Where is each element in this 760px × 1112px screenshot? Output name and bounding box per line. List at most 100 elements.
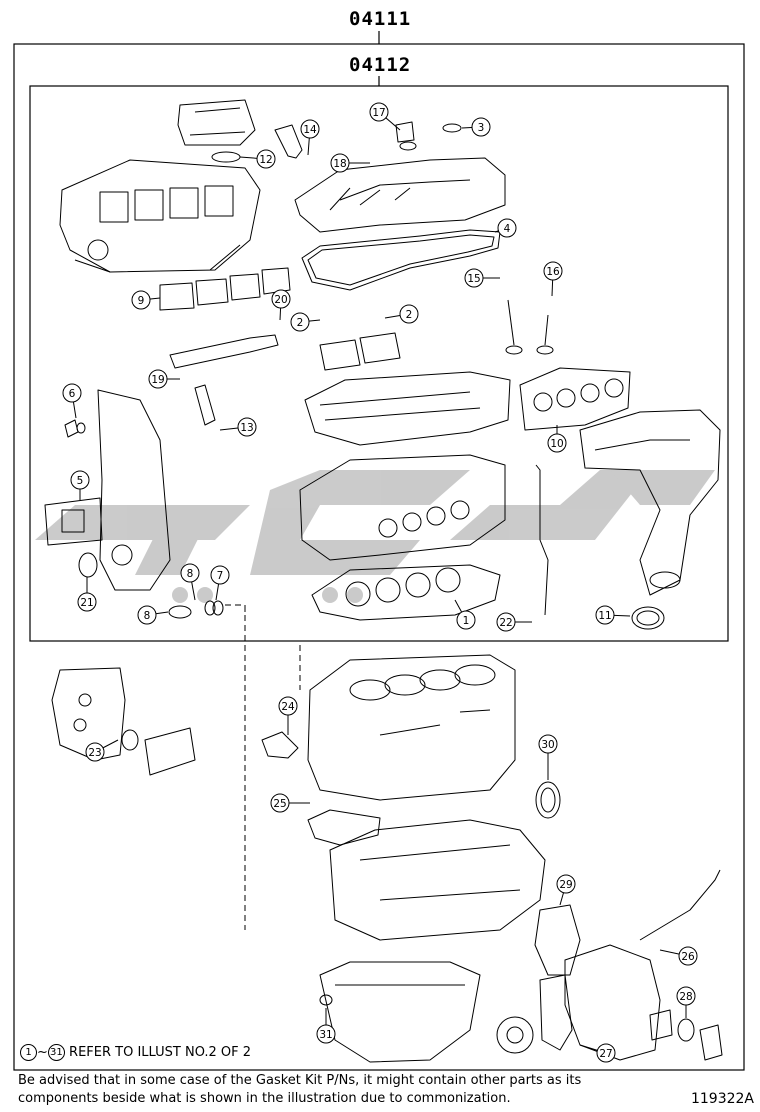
callout-number: 22 [499, 617, 512, 629]
callout-8: 8 [180, 563, 200, 601]
callout-number: 17 [372, 107, 385, 119]
callout-circle [595, 605, 615, 625]
callout-number: 18 [333, 158, 346, 170]
callout-circle [456, 610, 476, 630]
callout-circle [148, 369, 168, 389]
callout-2: 2 [384, 304, 419, 324]
dashed-leader [225, 604, 246, 930]
callout-number: 8 [187, 568, 194, 580]
callout-circle [676, 986, 696, 1006]
callout-circle [496, 612, 516, 632]
callout-number: 6 [69, 388, 76, 400]
callout-3: 3 [461, 117, 491, 137]
callout-number: 26 [681, 951, 695, 963]
callout-number: 3 [478, 122, 485, 134]
header-inner-number: 04112 [349, 54, 412, 76]
ref-start-circle: 1 [20, 1044, 37, 1061]
callout-circle [85, 742, 105, 762]
callout-circle [237, 417, 257, 437]
callout-circle [256, 149, 276, 169]
callout-circle [471, 117, 491, 137]
callout-24: 24 [278, 696, 298, 735]
callout-16: 16 [543, 261, 563, 297]
callout-circle [316, 1024, 336, 1044]
callout-number: 8 [144, 610, 151, 622]
callout-14: 14 [300, 119, 320, 156]
callout-number: 13 [240, 422, 253, 434]
callout-13: 13 [219, 417, 257, 437]
ref-tilde: ~ [37, 1045, 48, 1060]
callout-circle [556, 874, 576, 894]
ref-text: REFER TO ILLUST NO.2 OF 2 [69, 1045, 252, 1060]
callout-circle [271, 289, 291, 309]
callout-circle [538, 734, 558, 754]
callout-number: 30 [541, 739, 554, 751]
callout-number: 24 [281, 701, 295, 713]
watermark-logo [35, 470, 715, 603]
callout-number: 31 [319, 1029, 332, 1041]
footer-note: Be advised that in some case of the Gask… [18, 1073, 582, 1106]
callout-number: 2 [406, 309, 413, 321]
callout-15: 15 [464, 268, 500, 288]
callout-number: 5 [77, 475, 84, 487]
callout-11: 11 [595, 605, 631, 625]
callout-number: 25 [273, 798, 286, 810]
callout-1: 1 [454, 599, 476, 630]
ref-end-circle: 31 [47, 1044, 65, 1061]
callout-number: 1 [463, 615, 470, 627]
callout-20: 20 [271, 289, 291, 321]
callout-number: 28 [679, 991, 692, 1003]
callout-circle [290, 312, 310, 332]
callout-5: 5 [70, 470, 90, 500]
callout-circle [596, 1043, 616, 1063]
callout-circle [210, 565, 230, 585]
callout-25: 25 [270, 793, 310, 813]
upper-engine-parts [44, 99, 721, 630]
callout-26: 26 [659, 946, 698, 966]
callout-circle [543, 261, 563, 281]
callout-circle [278, 696, 298, 716]
callout-circle [330, 153, 350, 173]
callout-number: 27 [599, 1048, 612, 1060]
callout-number: 16 [546, 266, 560, 278]
callout-number: 21 [80, 597, 93, 609]
callout-number: 4 [504, 223, 511, 235]
callout-circle [497, 218, 517, 238]
reference-note: 1~31 REFER TO ILLUST NO.2 OF 2 [20, 1044, 251, 1061]
callout-23: 23 [85, 739, 119, 762]
callout-circle [369, 102, 389, 122]
callout-number: 19 [151, 374, 164, 386]
callout-6: 6 [62, 383, 82, 419]
callout-18: 18 [330, 153, 370, 173]
callout-27: 27 [579, 1043, 616, 1063]
callout-21: 21 [77, 577, 97, 612]
callout-22: 22 [496, 612, 532, 632]
callout-circle [464, 268, 484, 288]
callout-circle [300, 119, 320, 139]
callout-29: 29 [556, 874, 576, 906]
frame-outer [13, 31, 745, 1071]
callout-number: 23 [88, 747, 101, 759]
callout-circle [180, 563, 200, 583]
callout-number: 2 [297, 317, 304, 329]
callout-31: 31 [316, 1008, 336, 1044]
callout-circle [678, 946, 698, 966]
callout-10: 10 [547, 425, 567, 453]
callout-30: 30 [538, 734, 558, 780]
callout-7: 7 [210, 565, 230, 601]
callout-2: 2 [290, 312, 321, 332]
callout-number: 12 [259, 154, 272, 166]
callout-number: 11 [598, 610, 611, 622]
callout-number: 15 [467, 273, 480, 285]
callout-number: 29 [559, 879, 572, 891]
callout-circle [399, 304, 419, 324]
callout-circle [137, 605, 157, 625]
callout-circle [547, 433, 567, 453]
callout-8: 8 [137, 605, 169, 625]
callout-circle [77, 592, 97, 612]
callout-layer: 1223456788910111213141516171819202122232… [62, 102, 698, 1063]
callout-19: 19 [148, 369, 180, 389]
callout-circle [62, 383, 82, 403]
